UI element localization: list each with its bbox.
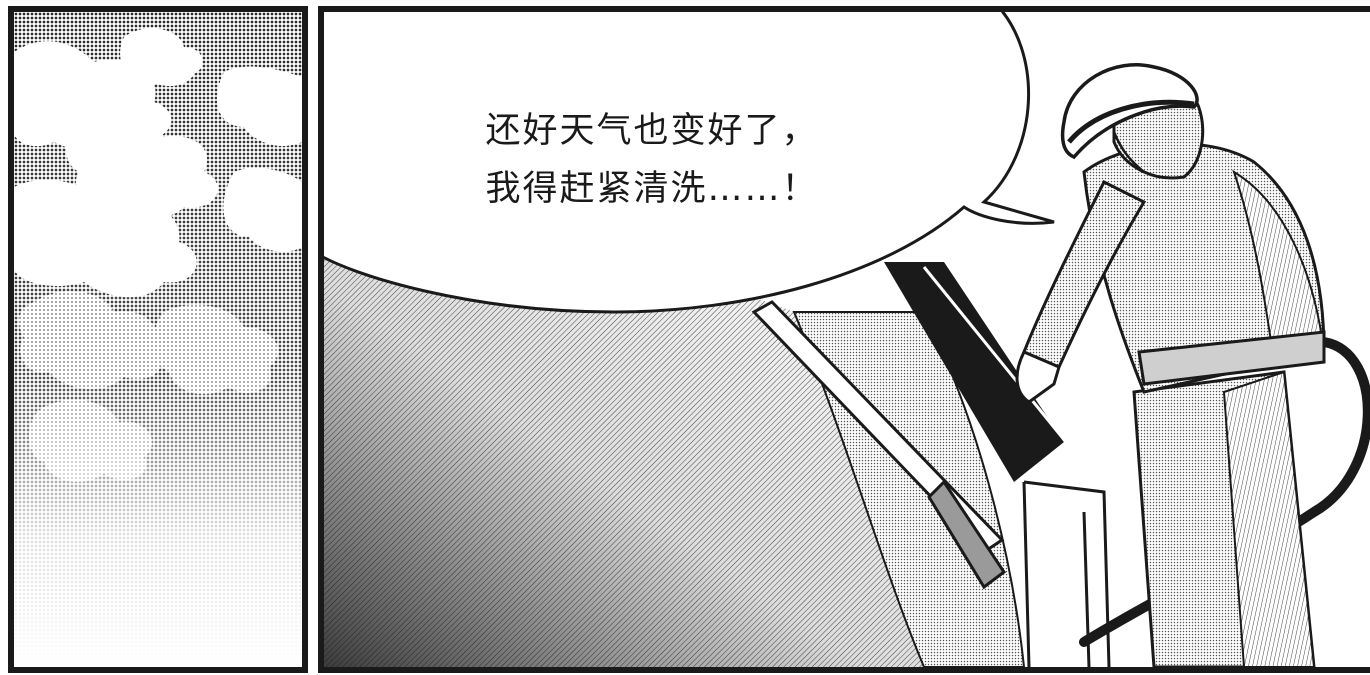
hull-shadow xyxy=(324,242,924,667)
worker-legs-shadow xyxy=(1222,370,1316,667)
sky-panel xyxy=(8,6,308,673)
windshield-frame xyxy=(922,266,1076,453)
hard-hat-brim xyxy=(1067,99,1195,144)
boat-wash-illustration xyxy=(324,12,1370,667)
speech-bubble xyxy=(324,12,1055,314)
rail-cleat xyxy=(927,479,1007,590)
main-panel: 还好天气也变好了， 我得赶紧清洗……！ xyxy=(318,6,1370,673)
speech-line-1: 还好天气也变好了， xyxy=(485,111,819,151)
speech-line-2: 我得赶紧清洗……！ xyxy=(485,169,819,209)
speech-bubble-text: 还好天气也变好了， 我得赶紧清洗……！ xyxy=(432,102,872,218)
worker-belt xyxy=(1137,330,1326,386)
sky-fade xyxy=(14,12,302,667)
sky-illustration xyxy=(14,12,302,667)
hard-hat xyxy=(1060,63,1199,160)
windshield xyxy=(884,262,1064,482)
worker-hair xyxy=(1112,131,1145,173)
worker-hand xyxy=(1015,350,1061,404)
